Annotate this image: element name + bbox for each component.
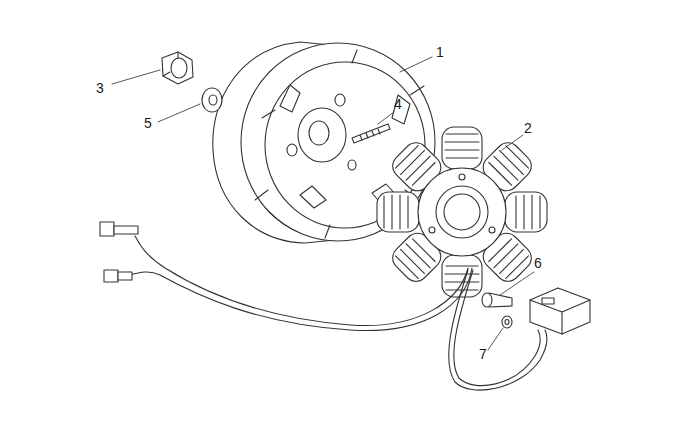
pickup-sensor — [530, 288, 590, 334]
callout-number: 1 — [436, 44, 444, 60]
callout-number: 6 — [534, 255, 542, 271]
stud — [352, 124, 390, 143]
callout-number: 4 — [394, 96, 402, 112]
flywheel — [213, 42, 435, 243]
stator — [377, 127, 547, 297]
callout-number: 5 — [144, 115, 152, 131]
nut — [162, 52, 193, 84]
callout-number: 2 — [524, 120, 532, 136]
callout-number: 3 — [96, 80, 104, 96]
cable-harness — [100, 222, 547, 390]
callout-number: 7 — [479, 346, 487, 362]
washer — [502, 316, 512, 328]
washer — [202, 88, 222, 112]
screw — [482, 293, 512, 307]
leader-lines — [112, 57, 534, 350]
